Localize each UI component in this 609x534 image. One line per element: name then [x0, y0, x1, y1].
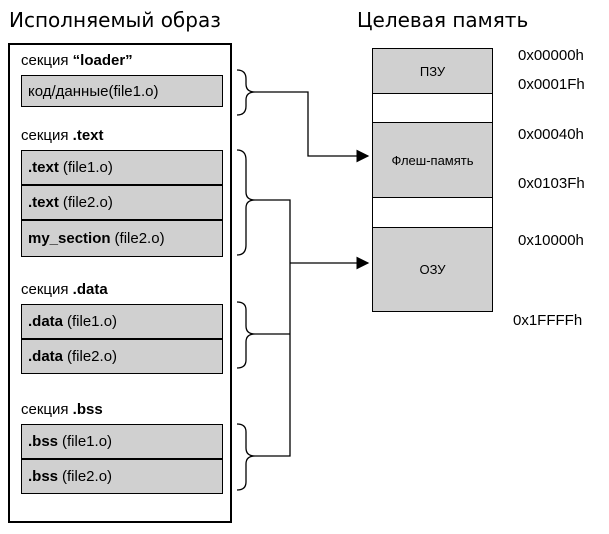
section-item-data-file2: .data(file2.o): [21, 339, 223, 374]
item-text: (file1.o): [62, 433, 113, 450]
section-item-text-file2: .text(file2.o): [21, 185, 223, 220]
section-item-bss-file1: .bss(file1.o): [21, 424, 223, 459]
address-label: 0x0103Fh: [518, 175, 585, 192]
item-bold: .text: [28, 194, 59, 211]
memory-block-flash: Флеш-память: [372, 122, 493, 198]
section-title-prefix: секция: [21, 127, 73, 144]
item-text: код/данные(file1.o): [28, 82, 159, 100]
item-text: (file2.o): [67, 348, 118, 365]
item-bold: .text: [28, 159, 59, 176]
item-bold: .data: [28, 348, 64, 365]
line-text-to-bus: [255, 199, 291, 263]
section-item-text-file1: .text(file1.o): [21, 150, 223, 185]
address-label: 0x10000h: [518, 232, 584, 249]
section-title-loader: секция “loader”: [21, 52, 133, 69]
memory-block-gap-1: [372, 93, 493, 123]
address-label: 0x1FFFFh: [513, 312, 583, 329]
section-title-bss: секция .bss: [21, 401, 103, 418]
item-bold: .bss: [28, 433, 59, 450]
brace-bss: [236, 423, 256, 491]
item-text: (file2.o): [62, 194, 113, 211]
line-bss-to-bus: [255, 263, 291, 457]
section-title-data: секция .data: [21, 281, 108, 298]
item-text: (file1.o): [62, 159, 113, 176]
brace-data: [236, 301, 256, 369]
memory-block-ram: ОЗУ: [372, 227, 493, 312]
target-memory-title: Целевая память: [357, 8, 529, 32]
section-title-name: .bss: [72, 401, 103, 418]
section-item-my-section: my_section(file2.o): [21, 220, 223, 257]
section-item-bss-file2: .bss(file2.o): [21, 459, 223, 494]
section-title-name: .data: [72, 281, 108, 298]
section-item-loader-code: код/данные(file1.o): [21, 75, 223, 107]
address-label: 0x00000h: [518, 47, 584, 64]
section-title-text: секция .text: [21, 127, 104, 144]
brace-loader: [236, 69, 256, 116]
section-title-name: “loader”: [72, 52, 133, 69]
section-title-prefix: секция: [21, 401, 73, 418]
address-label: 0x00040h: [518, 126, 584, 143]
executable-image-box: секция “loader” код/данные(file1.o) секц…: [8, 43, 232, 523]
executable-image-title: Исполняемый образ: [9, 8, 221, 32]
section-title-prefix: секция: [21, 281, 73, 298]
section-item-data-file1: .data(file1.o): [21, 304, 223, 339]
section-title-name: .text: [72, 127, 104, 144]
item-bold: my_section: [28, 230, 111, 247]
item-bold: .data: [28, 313, 64, 330]
section-title-prefix: секция: [21, 52, 73, 69]
item-text: (file2.o): [62, 468, 113, 485]
brace-text: [236, 149, 256, 256]
item-text: (file2.o): [114, 230, 165, 247]
item-bold: .bss: [28, 468, 59, 485]
item-text: (file1.o): [67, 313, 118, 330]
address-label: 0x0001Fh: [518, 76, 585, 93]
arrow-loader-to-flash: [255, 91, 370, 163]
